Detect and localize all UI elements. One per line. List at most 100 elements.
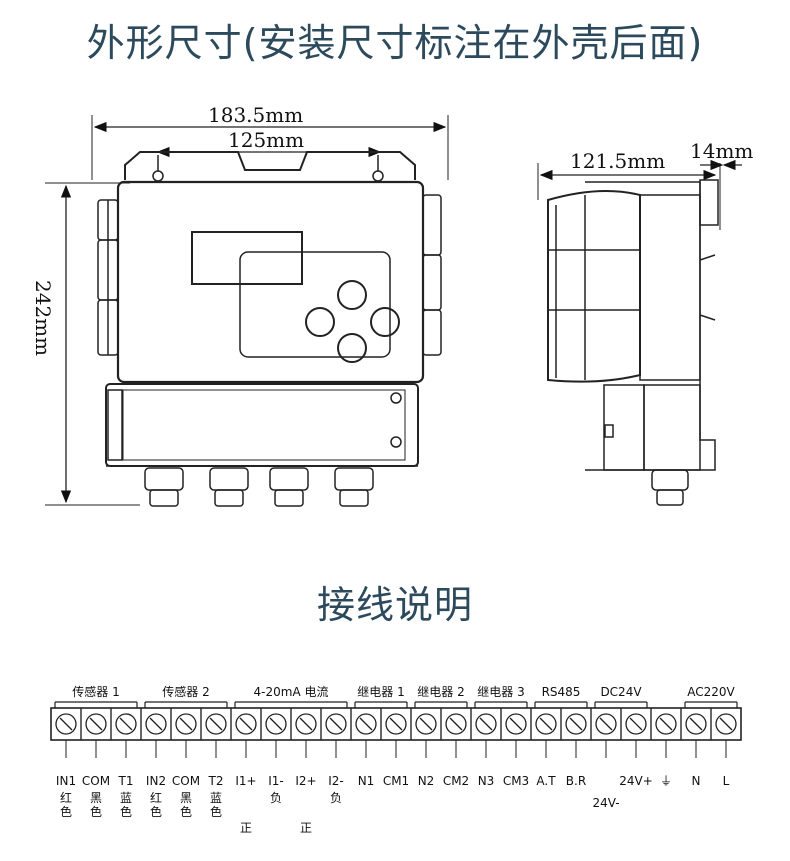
- front-view: [45, 115, 449, 507]
- terminal-screw: [115, 713, 137, 735]
- screw-slot: [599, 717, 613, 731]
- terminal-label: IN2: [146, 774, 166, 788]
- key-down: [337, 333, 367, 363]
- screw-slot: [629, 717, 643, 731]
- terminal-screw: [235, 713, 257, 735]
- screw-slot: [209, 717, 223, 731]
- terminal-label: L: [723, 774, 730, 788]
- terminal-screw: [625, 713, 647, 735]
- terminal-screw: [595, 713, 617, 735]
- group-label: AC220V: [687, 685, 735, 699]
- overall-width-label: 183.5mm: [208, 103, 303, 127]
- screw-slot: [59, 717, 73, 731]
- key-up: [337, 280, 367, 310]
- terminal-screw: [565, 713, 587, 735]
- key-right: [370, 307, 400, 337]
- screw-slot: [689, 717, 703, 731]
- terminal-screw: [355, 713, 377, 735]
- screw-slot: [659, 717, 673, 731]
- screw-slot: [479, 717, 493, 731]
- screw-slot: [179, 717, 193, 731]
- terminal-screw: [415, 713, 437, 735]
- terminal-note: 色: [120, 805, 132, 819]
- terminal-label: B.R: [566, 774, 586, 788]
- terminal-label: A.T: [536, 774, 556, 788]
- terminal-screw: [445, 713, 467, 735]
- terminal-screw: [385, 713, 407, 735]
- screw-slot: [149, 717, 163, 731]
- screw-slot: [299, 717, 313, 731]
- terminal-label: N3: [478, 774, 495, 788]
- terminal-label: 24V-: [592, 796, 619, 810]
- terminal-label: COM: [172, 774, 200, 788]
- screw-slot: [539, 717, 553, 731]
- terminal-block: IN1红色COM黑色T1蓝色IN2红色COM黑色T2蓝色I1+正I1-负I2+正…: [50, 684, 742, 835]
- group-label: 继电器 1: [357, 685, 404, 699]
- screw-slot: [119, 717, 133, 731]
- screw-slot: [359, 717, 373, 731]
- terminal-screw: [145, 713, 167, 735]
- screw-slot: [719, 717, 733, 731]
- group-label: 继电器 2: [417, 685, 464, 699]
- terminal-label: N1: [358, 774, 375, 788]
- dimensions-title: 外形尺寸(安装尺寸标注在外壳后面): [86, 21, 704, 65]
- side-view: [537, 159, 742, 506]
- terminal-screw: [205, 713, 227, 735]
- group-label: 传感器 1: [72, 684, 119, 699]
- terminal-screw: [475, 713, 497, 735]
- screw-slot: [509, 717, 523, 731]
- terminal-note: 色: [210, 805, 222, 819]
- lcd-display: [191, 231, 303, 285]
- terminal-label: T2: [208, 774, 224, 788]
- terminal-screw: [85, 713, 107, 735]
- terminal-label: CM2: [443, 774, 469, 788]
- terminal-label: T1: [118, 774, 134, 788]
- terminal-screw: [715, 713, 737, 735]
- terminal-label: N: [692, 774, 701, 788]
- wiring-title: 接线说明: [316, 583, 473, 627]
- terminal-screw: [685, 713, 707, 735]
- terminal-note: 黑: [180, 791, 192, 805]
- terminal-note: 色: [90, 805, 102, 819]
- terminal-screw: [265, 713, 287, 735]
- group-label: DC24V: [600, 685, 642, 699]
- terminal-label: I2-: [328, 774, 344, 788]
- terminal-label: I1+: [235, 774, 256, 788]
- terminal-screw: [55, 713, 77, 735]
- terminal-screw: [655, 713, 677, 735]
- terminal-label: ⏚: [660, 774, 672, 788]
- mount-width-label: 125mm: [228, 128, 304, 152]
- terminal-note: 色: [60, 805, 72, 819]
- terminal-note: 蓝: [120, 791, 132, 805]
- key-left: [305, 307, 335, 337]
- group-label: RS485: [542, 685, 581, 699]
- terminal-screw: [175, 713, 197, 735]
- group-label: 继电器 3: [477, 685, 524, 699]
- screw-slot: [89, 717, 103, 731]
- terminal-label: I2+: [295, 774, 316, 788]
- terminal-note: 蓝: [210, 791, 222, 805]
- terminal-screw: [295, 713, 317, 735]
- terminal-label: CM3: [503, 774, 529, 788]
- screw-slot: [389, 717, 403, 731]
- terminal-label: N2: [418, 774, 435, 788]
- terminal-note: 负: [330, 791, 342, 805]
- terminal-label: COM: [82, 774, 110, 788]
- screw-slot: [419, 717, 433, 731]
- group-label: 传感器 2: [162, 684, 209, 699]
- depth-label: 121.5mm: [570, 149, 665, 173]
- terminal-note: 正: [300, 821, 312, 835]
- terminal-label: IN1: [56, 774, 76, 788]
- screw-slot: [449, 717, 463, 731]
- height-label: 242mm: [31, 280, 55, 356]
- terminal-screw: [505, 713, 527, 735]
- screw-slot: [269, 717, 283, 731]
- cable-glands: [144, 467, 374, 507]
- terminal-label: 24V+: [619, 774, 653, 788]
- terminal-note: 负: [270, 791, 282, 805]
- terminal-note: 红: [60, 790, 72, 805]
- terminal-note: 黑: [90, 791, 102, 805]
- terminal-note: 色: [180, 805, 192, 819]
- terminal-screw: [535, 713, 557, 735]
